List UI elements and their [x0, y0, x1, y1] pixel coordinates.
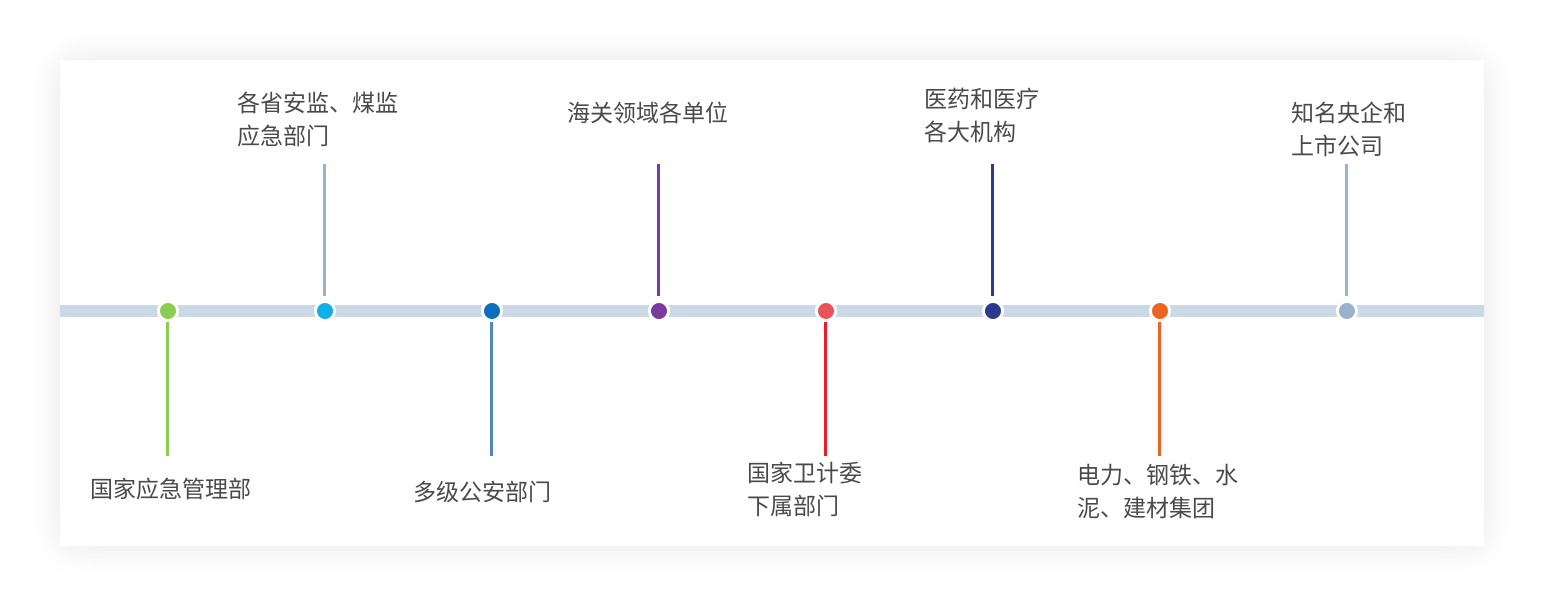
label-line: 各大机构	[924, 120, 1016, 146]
timeline-label: 各省安监、煤监 应急部门	[237, 88, 398, 154]
label-line: 下属部门	[747, 494, 839, 520]
connector-line	[1158, 322, 1161, 456]
timeline-node-dot	[481, 300, 503, 322]
timeline-node-dot	[1336, 300, 1358, 322]
timeline-node-dot	[648, 300, 670, 322]
label-line: 医药和医疗	[924, 87, 1039, 113]
timeline-label: 国家卫计委 下属部门	[747, 458, 862, 524]
timeline-label: 电力、钢铁、水 泥、建材集团	[1077, 460, 1238, 526]
timeline-label: 医药和医疗 各大机构	[924, 84, 1039, 150]
timeline-track	[60, 305, 1484, 317]
connector-line	[166, 322, 169, 456]
timeline-node-dot	[982, 300, 1004, 322]
timeline-node-dot	[1149, 300, 1171, 322]
label-line: 应急部门	[237, 124, 329, 150]
label-line: 多级公安部门	[413, 480, 551, 506]
timeline-node-dot	[157, 300, 179, 322]
timeline-label: 国家应急管理部	[90, 474, 251, 507]
label-line: 海关领域各单位	[567, 101, 728, 127]
timeline-node-dot	[314, 300, 336, 322]
connector-line	[490, 322, 493, 456]
connector-line	[824, 322, 827, 456]
label-line: 上市公司	[1291, 134, 1383, 160]
label-line: 泥、建材集团	[1077, 496, 1215, 522]
connector-line	[1345, 164, 1348, 296]
label-line: 各省安监、煤监	[237, 91, 398, 117]
timeline-label: 知名央企和 上市公司	[1291, 98, 1406, 164]
connector-line	[657, 164, 660, 296]
timeline-label: 海关领域各单位	[567, 98, 728, 131]
label-line: 国家应急管理部	[90, 477, 251, 503]
connector-line	[323, 164, 326, 296]
timeline-card	[60, 60, 1484, 546]
timeline-label: 多级公安部门	[413, 477, 551, 510]
timeline-node-dot	[815, 300, 837, 322]
connector-line	[991, 164, 994, 296]
label-line: 知名央企和	[1291, 101, 1406, 127]
label-line: 电力、钢铁、水	[1077, 463, 1238, 489]
label-line: 国家卫计委	[747, 461, 862, 487]
